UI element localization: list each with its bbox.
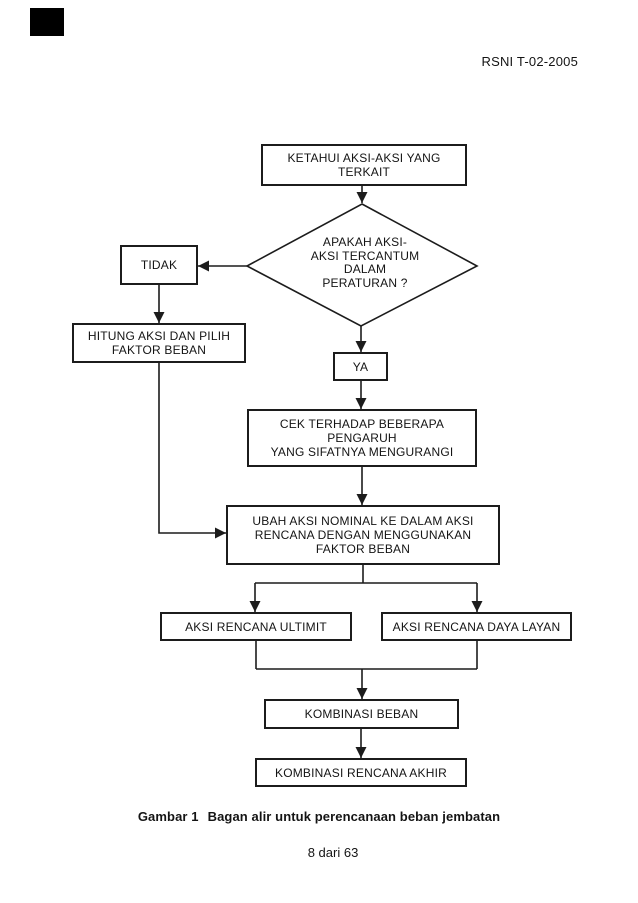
node-text-line: AKSI RENCANA ULTIMIT: [185, 619, 327, 634]
node-ketahui-aksi: KETAHUI AKSI-AKSI YANG TERKAIT: [261, 144, 467, 186]
arrow-hitung-to-ubah: [158, 363, 226, 539]
node-kombinasi-rencana-akhir: KOMBINASI RENCANA AKHIR: [255, 758, 467, 787]
figure-caption: Gambar 1 Bagan alir untuk perencanaan beb…: [0, 809, 638, 824]
figure-caption-text: Bagan alir untuk perencanaan beban jemba…: [207, 809, 501, 824]
node-ya: YA: [333, 352, 388, 381]
node-text-line: CEK TERHADAP BEBERAPA: [279, 417, 445, 431]
node-hitung-aksi: HITUNG AKSI DAN PILIH FAKTOR BEBAN: [72, 323, 246, 363]
node-text-line: RENCANA DENGAN MENGGUNAKAN: [254, 528, 472, 542]
node-text-line: UBAH AKSI NOMINAL KE DALAM AKSI: [252, 514, 474, 528]
node-text-line: FAKTOR BEBAN: [315, 542, 411, 556]
node-tidak: TIDAK: [120, 245, 198, 285]
node-text-line: YA: [352, 359, 369, 374]
figure-caption-label: Gambar 1: [137, 809, 199, 824]
document-reference: RSNI T-02-2005: [481, 54, 578, 69]
node-kombinasi-beban: KOMBINASI BEBAN: [264, 699, 459, 729]
node-text-line: APAKAH AKSI-: [322, 235, 408, 249]
node-ubah-aksi-nominal: UBAH AKSI NOMINAL KE DALAM AKSI RENCANA …: [226, 505, 500, 565]
node-text-line: DALAM: [343, 262, 387, 276]
node-text-line: YANG SIFATNYA MENGURANGI: [270, 445, 454, 459]
page-number: 8 dari 63: [307, 845, 359, 860]
node-text-line: FAKTOR BEBAN: [111, 343, 207, 357]
decision-apakah-aksi-label: APAKAH AKSI- AKSI TERCANTUM DALAM PERATU…: [274, 235, 456, 290]
node-text-line: KETAHUI AKSI-AKSI YANG: [287, 151, 441, 165]
node-aksi-rencana-ultimit: AKSI RENCANA ULTIMIT: [160, 612, 352, 641]
node-text-line: PENGARUH: [327, 431, 397, 445]
node-text-line: TIDAK: [140, 258, 178, 272]
node-text-line: KOMBINASI RENCANA AKHIR: [275, 765, 447, 780]
node-text-line: AKSI RENCANA DAYA LAYAN: [392, 619, 561, 634]
node-text-line: TERKAIT: [337, 165, 391, 179]
node-cek-pengaruh: CEK TERHADAP BEBERAPA PENGARUH YANG SIFA…: [247, 409, 477, 467]
node-text-line: PERATURAN ?: [322, 275, 408, 290]
node-text-line: KOMBINASI BEBAN: [304, 707, 419, 721]
node-aksi-rencana-daya-layan: AKSI RENCANA DAYA LAYAN: [381, 612, 572, 641]
node-text-line: HITUNG AKSI DAN PILIH: [87, 329, 231, 343]
corner-scan-mark: [30, 8, 64, 36]
node-text-line: AKSI TERCANTUM: [310, 248, 420, 263]
